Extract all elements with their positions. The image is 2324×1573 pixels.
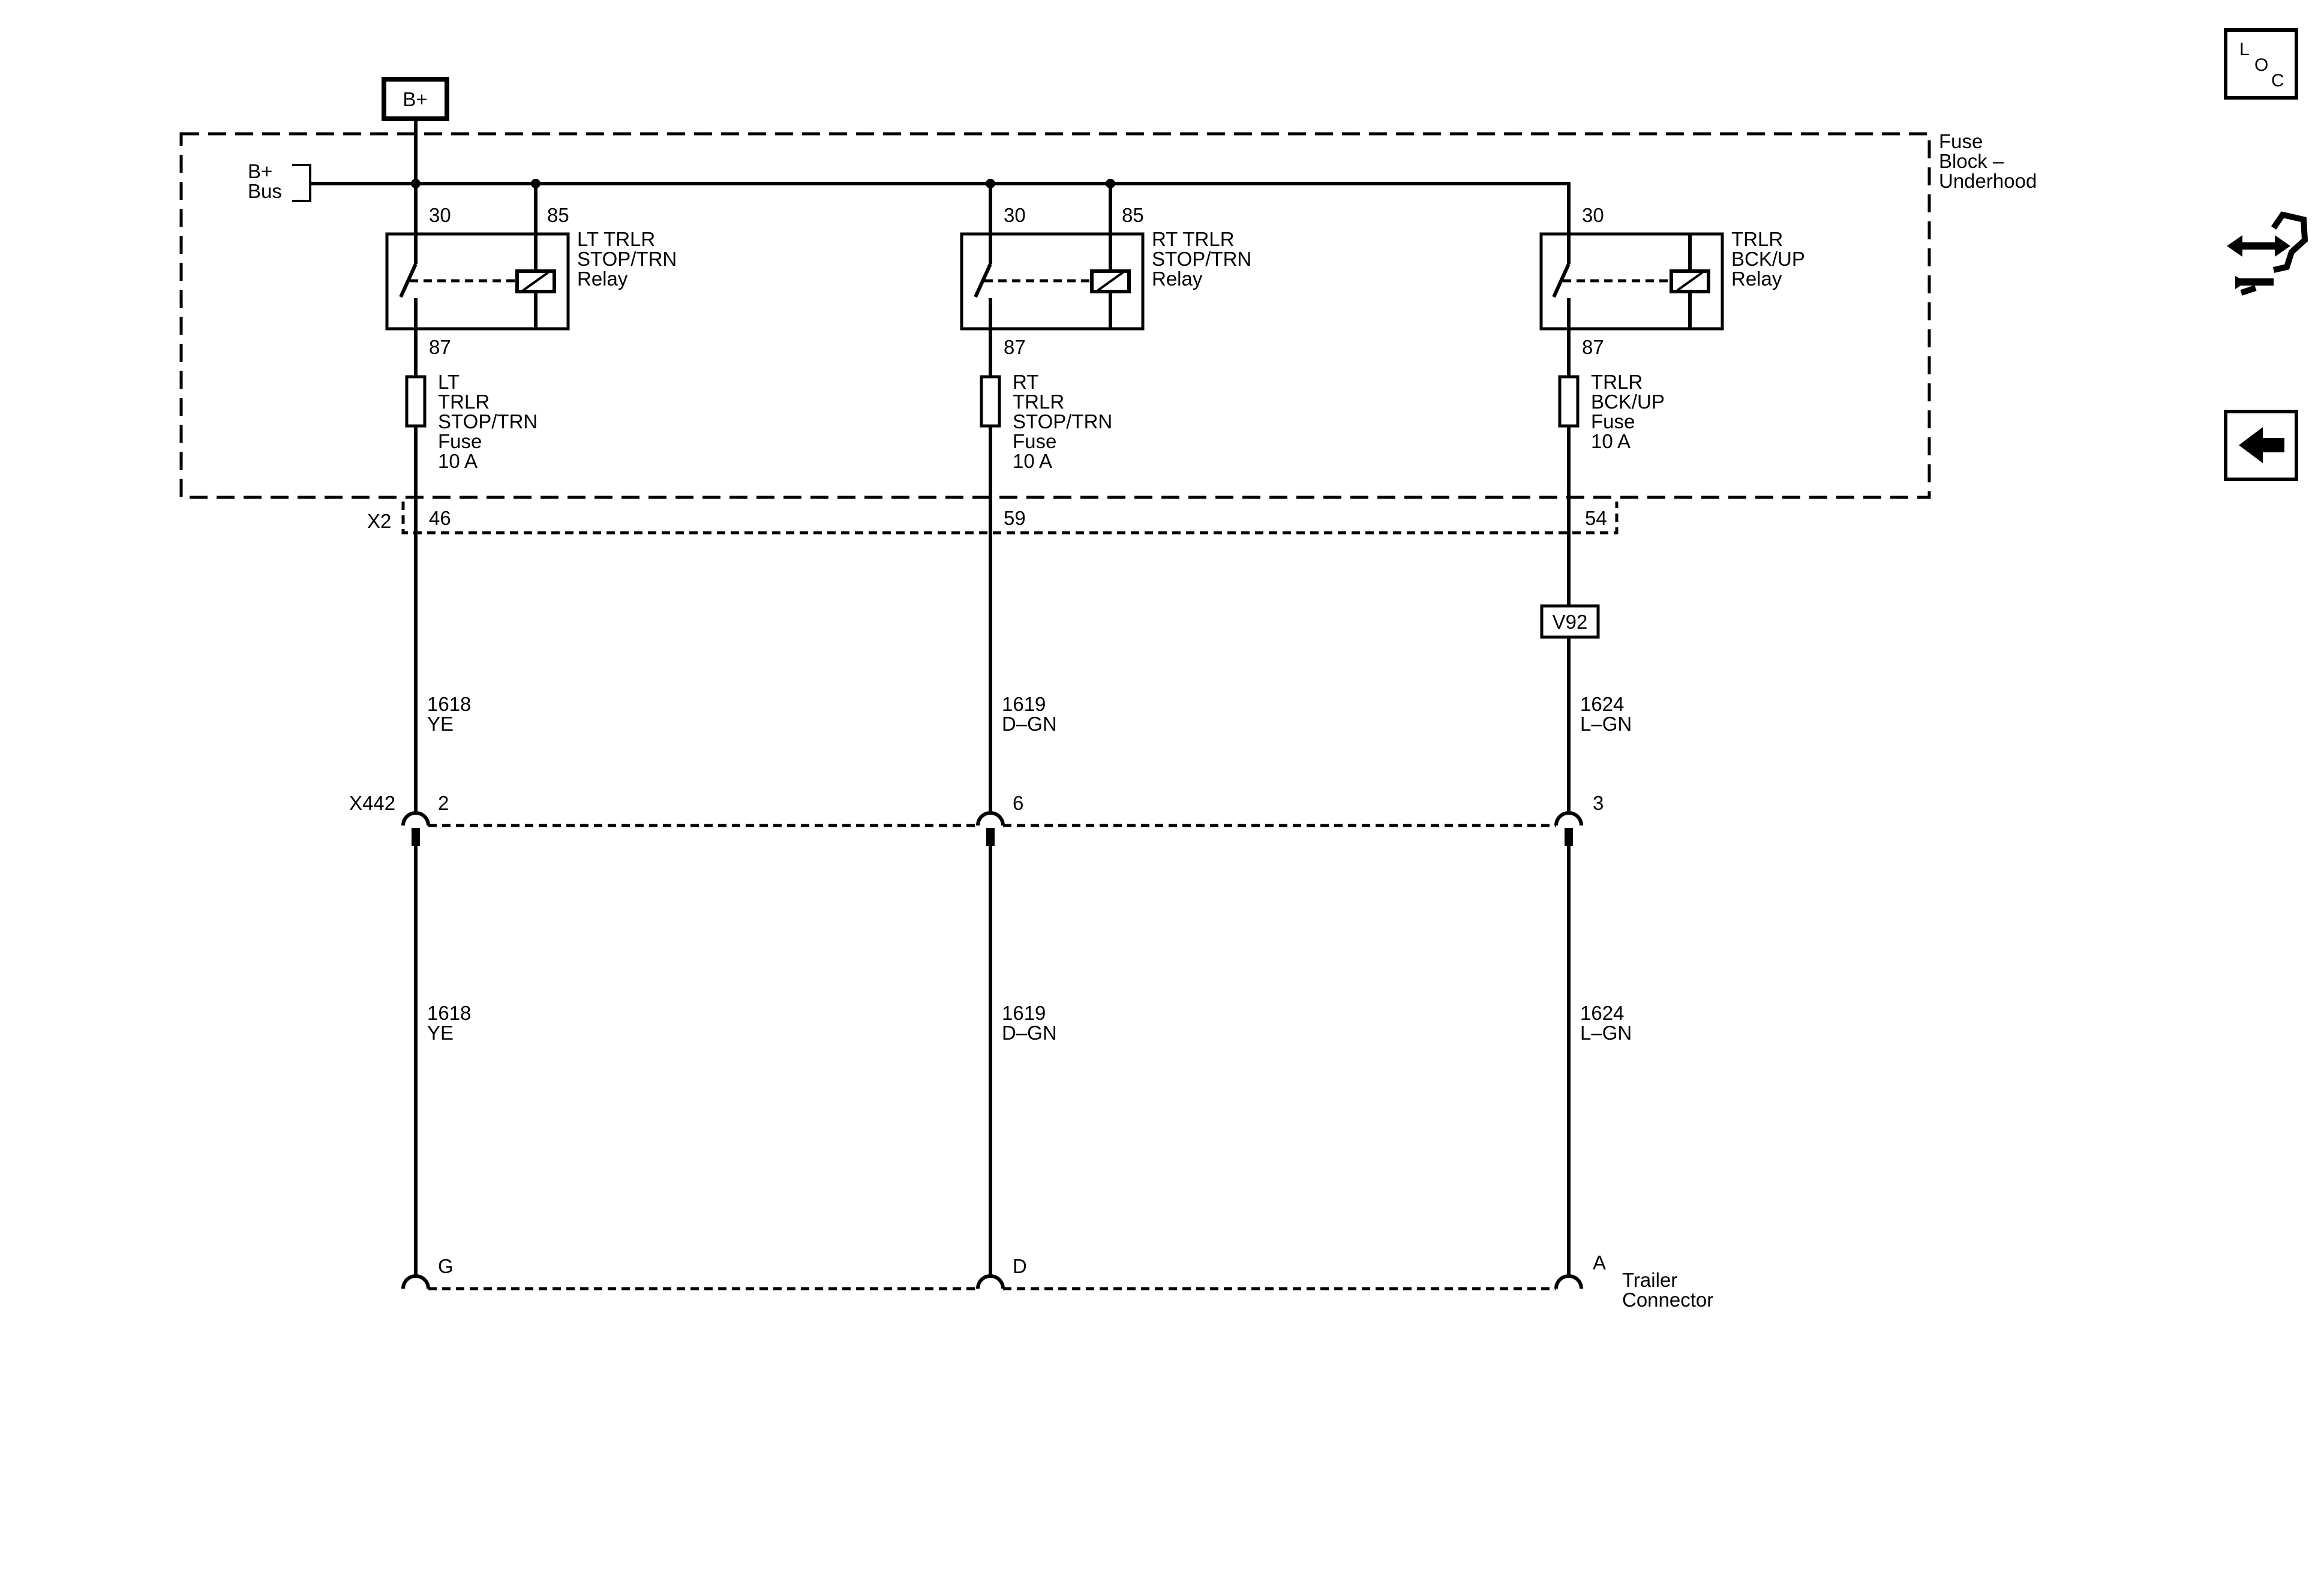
connector-x442-pin-3: 3 [1593,792,1604,814]
trailer-connector [401,1274,1583,1290]
wire-lower-3-color: L–GN [1580,1022,1632,1044]
fuse-2-label-3: STOP/TRN [1013,410,1112,433]
fuse-block-boundary [179,132,1931,499]
connector-x2-name: X2 [367,510,391,532]
relay-1-pin87: 87 [429,336,451,358]
trailer-connector-label-2: Connector [1622,1289,1713,1311]
fuse-1-body [405,375,427,428]
relay-2-pin30: 30 [1004,204,1026,226]
harness-connector-icon[interactable] [2227,211,2308,296]
wire-upper-1-circuit: 1618 [427,693,471,715]
b-plus-bus-label-1: B+ [248,160,272,182]
connector-x2-pin-2: 59 [1004,507,1026,529]
fuse-1-label-4: Fuse [438,430,482,452]
fuse-2-label-4: Fuse [1013,430,1056,452]
fuse-1-label-5: 10 A [438,450,478,472]
wire-upper-1-color: YE [427,713,454,735]
fuse-3-label-3: Fuse [1591,410,1635,433]
relay-3-name-1: TRLR [1731,228,1783,250]
connector-x442-pin-1: 2 [438,792,449,814]
trailer-connector-pin-3: A [1593,1251,1606,1274]
relay-1-pin85: 85 [547,204,569,226]
loc-icon-letter-o: O [2254,55,2268,75]
trailer-connector-label-1: Trailer [1622,1269,1677,1291]
relay-1-pin30: 30 [429,204,451,226]
wire-lower-3-circuit: 1624 [1580,1002,1624,1024]
wire-lower-2-circuit: 1619 [1002,1002,1046,1024]
fuse-2-body [980,375,1001,428]
relay-rt-trlr-stop-trn [960,184,1145,331]
wire-upper-2-circuit: 1619 [1002,693,1046,715]
b-plus-bus-label-2: Bus [248,180,282,202]
wire-upper-2-color: D–GN [1002,713,1057,735]
trailer-connector-pin-2: D [1013,1255,1027,1277]
trailer-connector-pin-1: G [438,1255,454,1277]
fuse-1-label-3: STOP/TRN [438,410,538,433]
splice-v92-box [1540,604,1600,639]
fuse-2-label-2: TRLR [1013,391,1064,413]
relay-3-pin87: 87 [1582,336,1604,358]
b-plus-source-label: B+ [403,88,427,110]
fuse-1-label-1: LT [438,371,460,393]
fuse-2-label-5: 10 A [1013,450,1052,472]
connector-x2-pin-1: 46 [429,507,451,529]
connector-x442-pin-2: 6 [1013,792,1023,814]
relay-3-name-2: BCK/UP [1731,248,1805,270]
wire-upper-3-circuit: 1624 [1580,693,1624,715]
wire-upper-3-color: L–GN [1580,713,1632,735]
fuse-block-label-3: Underhood [1939,170,2037,192]
wire-lower-1-circuit: 1618 [427,1002,471,1024]
relay-1-name-1: LT TRLR [577,228,655,250]
b-plus-bus-bracket [292,164,311,202]
fuse-3-label-4: 10 A [1591,430,1631,452]
fuse-block-label-2: Block – [1939,150,2004,172]
loc-icon[interactable]: L O C [2224,28,2298,100]
fuse-2-label-1: RT [1013,371,1038,393]
relay-2-pin85: 85 [1122,204,1144,226]
relay-2-name-2: STOP/TRN [1152,248,1251,270]
fuse-3-label-2: BCK/UP [1591,391,1665,413]
relay-1-name-2: STOP/TRN [577,248,677,270]
splice-v92-label: V92 [1553,611,1588,633]
wire-lower-2-color: D–GN [1002,1022,1057,1044]
relay-1-name-3: Relay [577,268,628,290]
relay-trlr-bck-up [1539,232,1724,331]
fuse-1-label-2: TRLR [438,391,490,413]
connector-x442-name: X442 [349,792,395,814]
fuse-3-label-1: TRLR [1591,371,1643,393]
connector-x2-pin-3: 54 [1585,507,1607,529]
relay-2-pin87: 87 [1004,336,1026,358]
relay-2-name-1: RT TRLR [1152,228,1235,250]
relay-lt-trlr-stop-trn [385,184,570,331]
back-arrow-icon[interactable] [2224,410,2298,481]
fuse-3-body [1558,375,1580,428]
connector-x442 [401,811,1583,846]
loc-icon-letter-l: L [2239,40,2250,59]
loc-icon-letter-c: C [2271,71,2284,91]
relay-3-name-3: Relay [1731,268,1782,290]
fuse-block-label-1: Fuse [1939,130,1983,152]
wire-lower-1-color: YE [427,1022,454,1044]
connector-x2-outline [401,502,1619,535]
relay-2-name-3: Relay [1152,268,1203,290]
relay-3-pin30: 30 [1582,204,1604,226]
